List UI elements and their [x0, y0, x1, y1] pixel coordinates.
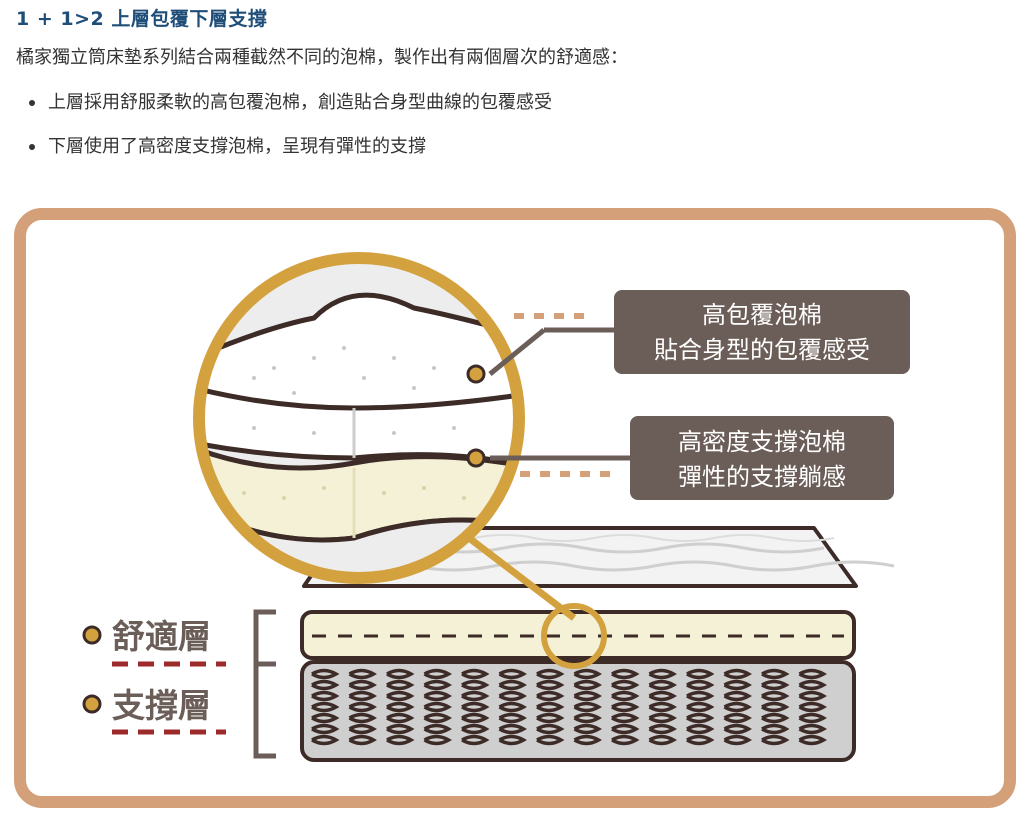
spring-coil [573, 668, 602, 746]
section-heading: 1 + 1>2 上層包覆下層支撐 [16, 8, 268, 30]
bullet-icon [29, 100, 35, 106]
bullet-icon [82, 694, 102, 714]
intro-text: 橘家獨立筒床墊系列結合兩種截然不同的泡棉，製作出有兩個層次的舒適感： [16, 47, 628, 68]
spring-coil [348, 668, 377, 746]
list-item: 上層採用舒服柔軟的高包覆泡棉，創造貼合身型曲線的包覆感受 [16, 90, 552, 134]
list-item-text: 下層使用了高密度支撐泡棉，呈現有彈性的支撐 [48, 136, 426, 157]
zoom-marker [541, 603, 607, 669]
bullet-icon [82, 625, 102, 645]
spring-coil [461, 668, 490, 746]
magnified-view [193, 252, 525, 584]
mattress-illustration: 高包覆泡棉 貼合身型的包覆感受 高密度支撐泡棉 彈性的支撐躺感 舒適層 支撐層 [14, 208, 1016, 808]
callout-subtitle: 貼合身型的包覆感受 [654, 336, 870, 364]
callout-support-foam: 高密度支撐泡棉 彈性的支撐躺感 [630, 416, 894, 500]
spring-coil [386, 668, 415, 746]
spring-coil [761, 668, 790, 746]
magnifier-handle [466, 535, 577, 621]
mattress-icon [300, 526, 895, 762]
comfort-layer-label: 舒適層 [82, 617, 226, 667]
spring-coil [311, 668, 340, 746]
layer-label: 支撐層 [112, 686, 211, 725]
mattress-diagram: 高包覆泡棉 貼合身型的包覆感受 高密度支撐泡棉 彈性的支撐躺感 舒適層 支撐層 [14, 208, 1016, 808]
callout-subtitle: 彈性的支撐躺感 [678, 463, 846, 491]
spring-coil [536, 668, 565, 746]
support-layer-label: 支撐層 [82, 686, 226, 735]
spring-coil [498, 668, 527, 746]
list-item: 下層使用了高密度支撐泡棉，呈現有彈性的支撐 [16, 134, 552, 178]
spring-coil [648, 668, 677, 746]
callout-title: 高密度支撐泡棉 [678, 428, 846, 456]
callout-title: 高包覆泡棉 [702, 301, 822, 329]
bullet-icon [29, 144, 35, 150]
spring-coil [798, 668, 827, 746]
layer-bracket [253, 609, 276, 759]
feature-list: 上層採用舒服柔軟的高包覆泡棉，創造貼合身型曲線的包覆感受 下層使用了高密度支撐泡… [16, 90, 552, 178]
spring-coil [423, 668, 452, 746]
spring-coil [611, 668, 640, 746]
layer-label: 舒適層 [112, 617, 211, 656]
list-item-text: 上層採用舒服柔軟的高包覆泡棉，創造貼合身型曲線的包覆感受 [48, 92, 552, 113]
spring-coil [723, 668, 752, 746]
callout-comfort-foam: 高包覆泡棉 貼合身型的包覆感受 [614, 290, 910, 374]
spring-coil [686, 668, 715, 746]
